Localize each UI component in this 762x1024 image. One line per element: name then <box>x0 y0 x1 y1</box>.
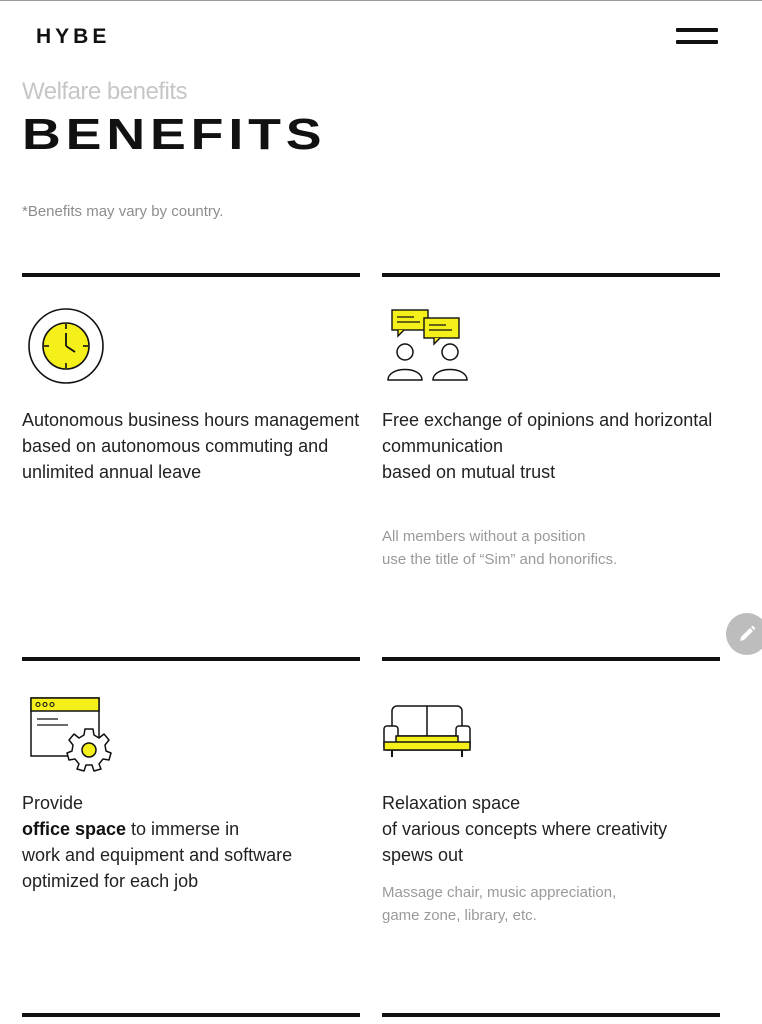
benefit-line: optimized for each job <box>22 871 199 891</box>
benefit-subline: Massage chair, music appreciation, <box>382 884 617 901</box>
hamburger-icon-bar <box>676 40 718 44</box>
benefit-line: Free exchange of opinions and horizontal <box>382 410 713 430</box>
benefit-highlight: office space <box>22 819 127 839</box>
edit-floating-button[interactable] <box>726 613 762 655</box>
benefit-line: Relaxation space <box>382 793 521 813</box>
benefit-subtext: All members without a position use the t… <box>382 525 722 571</box>
benefit-subline: game zone, library, etc. <box>382 907 537 924</box>
benefit-line: communication <box>382 436 504 456</box>
card-divider <box>382 657 720 661</box>
card-divider <box>22 657 360 661</box>
page-subtitle: Welfare benefits <box>22 78 187 105</box>
benefit-description: Free exchange of opinions and horizontal… <box>382 407 727 485</box>
country-note: *Benefits may vary by country. <box>22 203 224 220</box>
benefit-line: office space to immerse in <box>22 816 367 842</box>
clock-icon <box>28 308 104 384</box>
benefit-line: spews out <box>382 845 464 865</box>
conversation-icon <box>387 309 468 381</box>
benefit-subline: All members without a position <box>382 528 586 545</box>
benefit-description: Autonomous business hours management bas… <box>22 407 367 485</box>
benefit-line: Autonomous business hours management <box>22 410 360 430</box>
card-divider <box>382 273 720 277</box>
page-title: BENEFITS <box>22 110 327 159</box>
card-divider <box>22 273 360 277</box>
benefit-line: based on autonomous commuting and <box>22 436 329 456</box>
hybe-logo[interactable]: HYBE <box>36 25 111 48</box>
benefit-description: Provide office space to immerse in work … <box>22 790 367 894</box>
card-divider <box>22 1013 360 1017</box>
workspace-settings-icon <box>30 697 112 772</box>
sofa-icon <box>383 705 471 757</box>
benefit-line-rest: to immerse in <box>126 819 240 839</box>
benefit-description: Relaxation space of various concepts whe… <box>382 790 727 868</box>
hamburger-menu-button[interactable] <box>674 26 720 48</box>
top-border <box>0 0 762 1</box>
benefit-line: work and equipment and software <box>22 845 293 865</box>
benefit-line: Provide <box>22 793 84 813</box>
benefit-line: unlimited annual leave <box>22 462 202 482</box>
pencil-icon <box>740 625 756 641</box>
card-divider <box>382 1013 720 1017</box>
benefit-line: based on mutual trust <box>382 462 556 482</box>
benefit-subtext: Massage chair, music appreciation, game … <box>382 881 722 927</box>
hamburger-icon-bar <box>676 28 718 32</box>
benefit-line: of various concepts where creativity <box>382 819 668 839</box>
benefit-subline: use the title of “Sim” and honorifics. <box>382 551 618 568</box>
